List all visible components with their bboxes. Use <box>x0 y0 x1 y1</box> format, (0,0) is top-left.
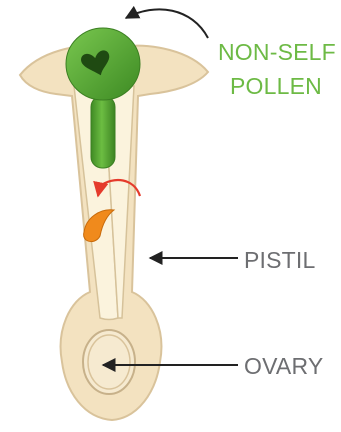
ovary-label: OVARY <box>244 353 323 379</box>
pollen-tube <box>91 96 115 168</box>
incoming-arrow <box>126 9 208 38</box>
pollen-grain-icon <box>66 28 140 100</box>
ovary <box>83 330 135 394</box>
pollen-label-line1: NON-SELF <box>218 39 336 65</box>
pollen-label-line2: POLLEN <box>230 73 322 99</box>
pistil-label: PISTIL <box>244 247 316 273</box>
